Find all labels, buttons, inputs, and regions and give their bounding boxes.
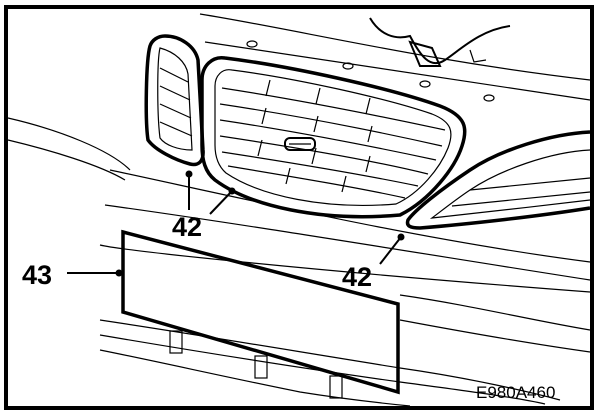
callout-42-right-leader: [379, 233, 405, 265]
callout-42-left-leaders: [185, 170, 236, 215]
main-grille: [200, 56, 467, 219]
figure-frame: [4, 5, 594, 410]
hood-edge-lines: [199, 13, 591, 102]
callout-42-right: 42: [342, 262, 372, 292]
saab-badge: [284, 137, 316, 151]
license-plate: [121, 229, 400, 395]
side-grille-left: [144, 34, 205, 167]
side-grille-right: [405, 130, 591, 230]
callout-43: 43: [22, 260, 52, 290]
bumper-slots: [169, 330, 343, 399]
callout-42-left: 42: [172, 212, 202, 242]
figure-code: E980A460: [476, 383, 555, 402]
callout-43-leader: [67, 269, 123, 277]
